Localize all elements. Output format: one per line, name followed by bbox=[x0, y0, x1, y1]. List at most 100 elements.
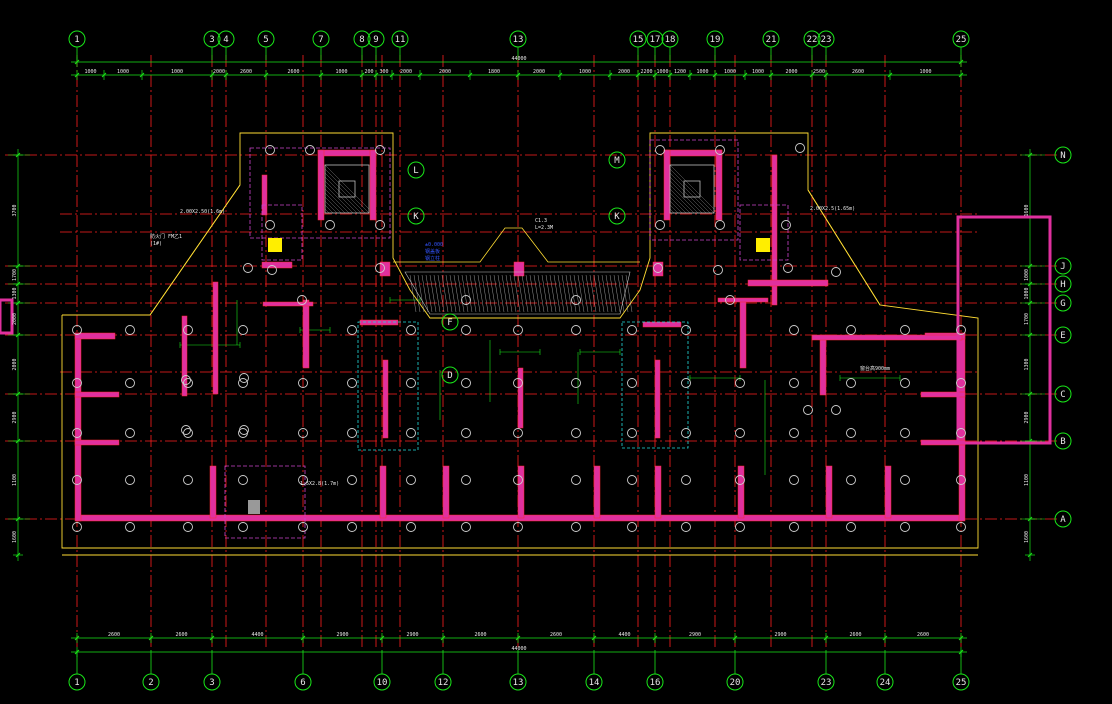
shear-wall bbox=[442, 465, 450, 519]
axis-bubble-right-circle bbox=[1054, 146, 1072, 164]
bottom-dim-slash bbox=[732, 635, 738, 641]
axis-bubble-top-circle bbox=[817, 30, 835, 48]
axis-bubble-bottom: 14 bbox=[589, 678, 600, 688]
left-dim-label: 3700 bbox=[12, 204, 18, 216]
elevator-shaft bbox=[669, 164, 715, 214]
column bbox=[789, 378, 799, 388]
axis-bubble-bottom-circle bbox=[509, 673, 527, 691]
top-dim-slash bbox=[74, 72, 80, 78]
hatch-line bbox=[585, 274, 593, 313]
axis-bubble-bottom-circle bbox=[68, 673, 86, 691]
shaft-hatch bbox=[324, 184, 354, 214]
right-dim-label: 2900 bbox=[1024, 411, 1030, 423]
top-dim-slash bbox=[958, 72, 964, 78]
axis-bubble-bottom: 24 bbox=[880, 678, 891, 688]
axis-bubble-bottom: 16 bbox=[650, 678, 661, 688]
column bbox=[803, 405, 813, 415]
bottom-dim-slash bbox=[882, 635, 888, 641]
column bbox=[239, 425, 249, 435]
drawing-note: 防火门 FM乙1 bbox=[150, 233, 182, 240]
bottom-dim-slash bbox=[379, 635, 385, 641]
top-dim-label: 2600 bbox=[287, 69, 299, 75]
hatch-line bbox=[525, 274, 533, 313]
hatch-line bbox=[521, 274, 529, 313]
column bbox=[900, 475, 910, 485]
bottom-dim-slash bbox=[591, 635, 597, 641]
column bbox=[715, 220, 725, 230]
column bbox=[681, 378, 691, 388]
left-dim-label: 2000 bbox=[12, 358, 18, 370]
column bbox=[375, 145, 385, 155]
hatch-line bbox=[593, 274, 601, 313]
shaft-hatch bbox=[324, 192, 346, 214]
axis-bubble-bottom: 12 bbox=[438, 678, 449, 688]
column bbox=[900, 428, 910, 438]
column bbox=[347, 522, 357, 532]
axis-bubble-interior: M bbox=[614, 156, 620, 166]
right-dim-label: 1000 bbox=[1024, 269, 1030, 281]
diagonal-line bbox=[807, 189, 881, 306]
top-total-dim-slash bbox=[74, 59, 80, 65]
hatch-line bbox=[545, 274, 553, 313]
hatch-line bbox=[413, 274, 421, 313]
hatch-line bbox=[409, 274, 417, 313]
top-dim-slash bbox=[742, 72, 748, 78]
top-total-dim-label: 44000 bbox=[511, 56, 526, 62]
columns bbox=[72, 143, 966, 532]
axis-bubble-top-circle bbox=[706, 30, 724, 48]
hatch-line bbox=[489, 274, 497, 313]
column bbox=[735, 378, 745, 388]
column bbox=[298, 378, 308, 388]
axis-bubble-bottom: 13 bbox=[513, 678, 524, 688]
column bbox=[347, 325, 357, 335]
axis-bubble-right-circle bbox=[1054, 257, 1072, 275]
column bbox=[267, 265, 277, 275]
axis-bubble-bottom: 1 bbox=[74, 678, 79, 688]
cyan-region bbox=[357, 321, 419, 451]
bottom-dim-label: 2900 bbox=[689, 632, 701, 638]
bottom-dim-label: 2600 bbox=[108, 632, 120, 638]
axis-bubble-interior: K bbox=[413, 212, 419, 222]
hatch-line bbox=[537, 274, 545, 313]
axis-bubble-bottom-circle bbox=[585, 673, 603, 691]
axis-bubble-top: 13 bbox=[513, 35, 524, 45]
shaft-hatch bbox=[324, 176, 362, 214]
column bbox=[298, 475, 308, 485]
axis-bubble-bottom: 2 bbox=[148, 678, 153, 688]
shear-wall bbox=[717, 297, 769, 303]
bottom-total-dim-label: 44000 bbox=[511, 646, 526, 652]
hatch-line bbox=[501, 274, 509, 313]
column bbox=[681, 325, 691, 335]
shaft-hatch bbox=[669, 164, 715, 210]
column bbox=[789, 325, 799, 335]
bottom-dim-slash bbox=[300, 635, 306, 641]
left-dim-label: 1300 bbox=[12, 287, 18, 299]
dashed-region bbox=[739, 204, 789, 261]
top-dim-slash bbox=[515, 72, 521, 78]
column bbox=[789, 522, 799, 532]
axis-bubble-top-circle bbox=[803, 30, 821, 48]
diagonal-line bbox=[149, 184, 241, 316]
hatch-line bbox=[569, 274, 577, 313]
top-dim-label: 1200 bbox=[674, 69, 686, 75]
column bbox=[713, 265, 723, 275]
hatch-line bbox=[473, 274, 481, 313]
column bbox=[783, 263, 793, 273]
left-dim-label: 1600 bbox=[12, 531, 18, 543]
hatch-line bbox=[597, 274, 605, 313]
left-dim-label: 1700 bbox=[12, 269, 18, 281]
top-dim-slash bbox=[712, 72, 718, 78]
shaft-hatch bbox=[324, 196, 342, 214]
column bbox=[183, 378, 193, 388]
axis-bubble-top: 5 bbox=[263, 35, 268, 45]
shear-wall bbox=[513, 261, 525, 277]
dashed-region bbox=[224, 465, 306, 539]
top-dim-slash bbox=[823, 72, 829, 78]
shear-wall bbox=[517, 465, 525, 519]
bottom-dim-slash bbox=[652, 635, 658, 641]
column bbox=[627, 378, 637, 388]
hatch-line bbox=[441, 274, 449, 313]
shear-wall bbox=[212, 281, 219, 395]
west-stub-wall bbox=[0, 298, 14, 335]
